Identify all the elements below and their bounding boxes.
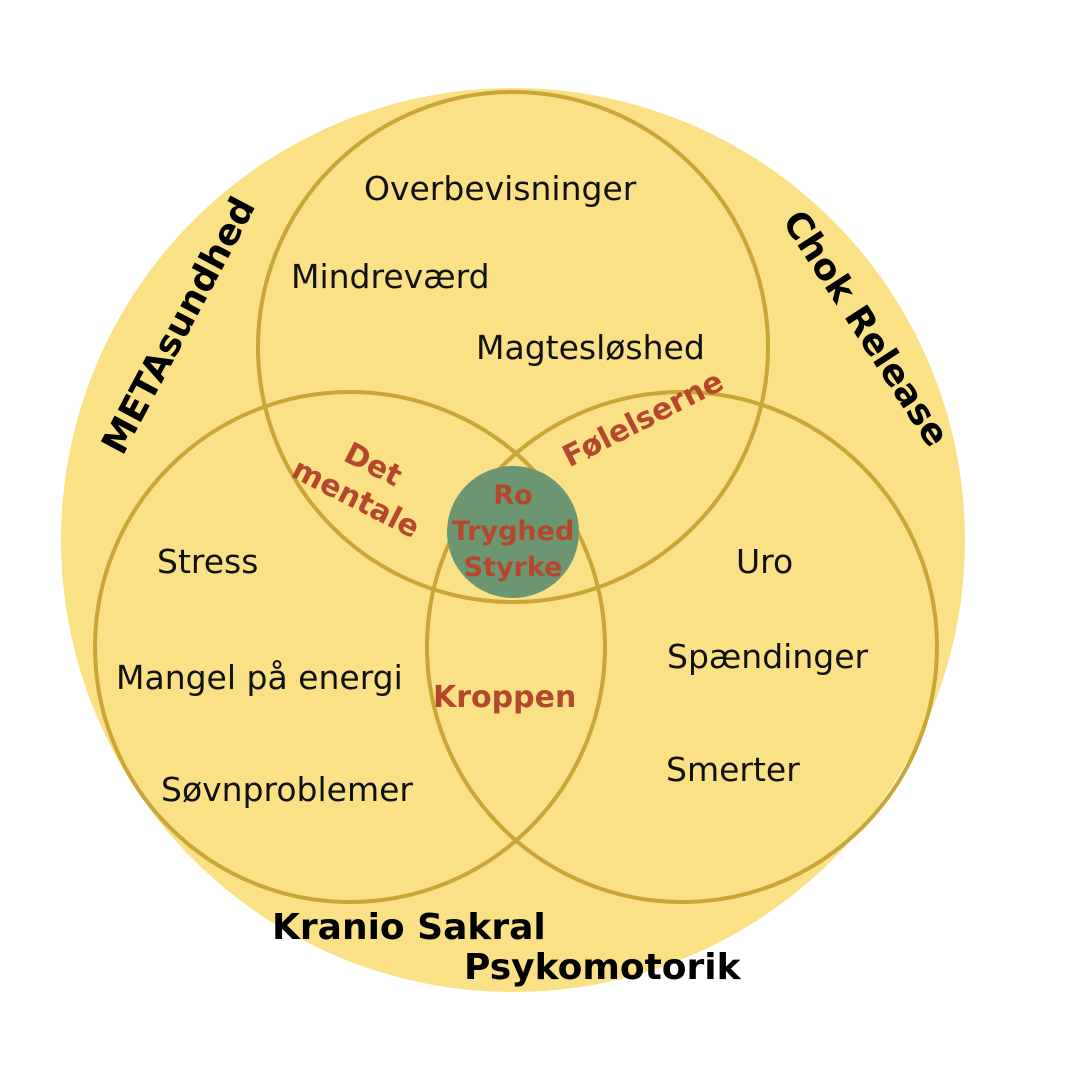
center-tryghed: Tryghed (451, 516, 575, 547)
item-stress: Stress (157, 542, 259, 581)
overlap-kroppen: Kroppen (433, 680, 577, 715)
item-uro: Uro (736, 542, 794, 581)
method-psykomotorik: Psykomotorik (464, 947, 741, 988)
ring-right (425, 390, 939, 904)
center-circle (447, 466, 579, 598)
item-magtesloshed: Magtesløshed (476, 328, 705, 367)
center-styrke: Styrke (463, 552, 563, 583)
item-sovnproblemer: Søvnproblemer (161, 770, 413, 809)
center-ro: Ro (493, 480, 533, 511)
ring-top (256, 90, 770, 604)
item-smerter: Smerter (666, 750, 800, 789)
ring-left (93, 390, 607, 904)
item-mindrevaerd: Mindreværd (291, 257, 490, 296)
item-spaendinger: Spændinger (667, 637, 869, 676)
item-mangel-paa-energi: Mangel på energi (116, 658, 403, 697)
center-label: Ro Tryghed Styrke (433, 478, 593, 586)
item-overbevisninger: Overbevisninger (364, 169, 637, 208)
method-kranio-sakral: Kranio Sakral (272, 907, 546, 948)
